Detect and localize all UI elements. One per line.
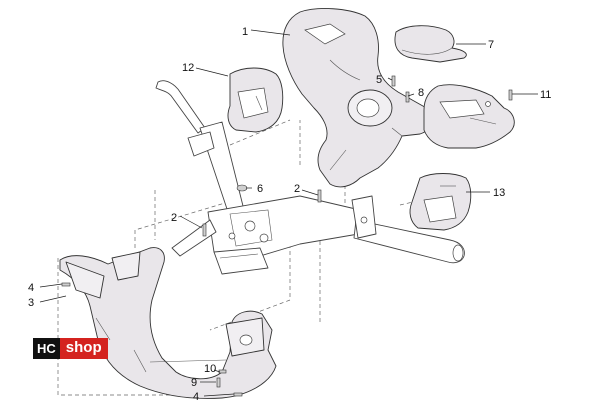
leader-lines [39,29,538,397]
callout-labels: 1 2 2 3 4 4 5 6 7 8 9 10 11 12 13 [28,26,551,403]
screw-4a-icon [61,282,71,287]
callout-4a: 4 [28,282,34,294]
callout-10: 10 [204,363,216,375]
screw-10-icon [218,369,227,374]
callout-1: 1 [242,26,248,38]
screw-9-icon [216,377,221,388]
callout-4b: 4 [193,391,199,403]
screw-4b-icon [233,392,243,397]
callout-2a: 2 [171,212,177,224]
part-3-lower-cover [59,247,277,399]
callout-13: 13 [493,187,505,199]
part-13-right-switch-cover [409,173,472,231]
logo-shop-text: shop [59,338,108,359]
part-1-upper-cover [282,8,434,188]
part-7-cap [394,25,467,63]
part-11-right-cover [423,84,515,149]
screw-8-icon [405,91,410,103]
part-12-left-switch-cover [227,67,284,133]
callout-12: 12 [182,62,194,74]
screw-11-icon [508,89,513,101]
screw-2a-icon [202,223,207,237]
callout-3: 3 [28,297,34,309]
callout-9: 9 [191,377,197,389]
callout-6: 6 [257,183,263,195]
screw-5-icon [391,75,396,87]
callout-2b: 2 [294,183,300,195]
callout-7: 7 [488,39,494,51]
nut-6-icon [236,184,248,192]
screw-2b-icon [317,189,322,203]
fasteners [61,75,513,397]
callout-11: 11 [540,89,551,101]
callout-8: 8 [418,87,424,99]
callout-5: 5 [376,74,382,86]
logo-hc-text: HC [33,338,60,359]
hc-shop-logo: HC shop [33,338,108,359]
